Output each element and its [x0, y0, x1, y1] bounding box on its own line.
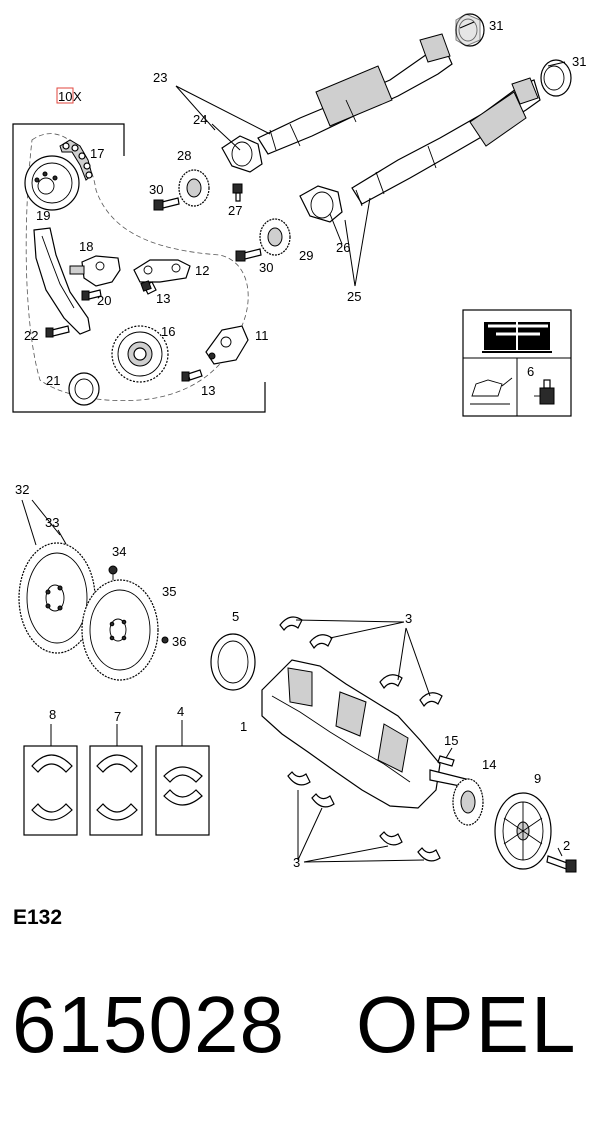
camshaft-thrust-plate-24[interactable]	[221, 135, 263, 173]
timing-chain[interactable]	[59, 139, 93, 181]
callout-11: 11	[255, 328, 269, 343]
callout-21: 21	[46, 373, 60, 388]
callout-22: 22	[24, 328, 38, 343]
bolt-27[interactable]	[232, 183, 243, 202]
callout-28: 28	[177, 148, 191, 163]
callout-15: 15	[444, 733, 458, 748]
bolt-36[interactable]	[161, 636, 169, 644]
bearing-set-8[interactable]	[23, 724, 78, 836]
seal-5[interactable]	[210, 633, 256, 691]
bolt-22[interactable]	[45, 325, 70, 338]
callout-32: 32	[15, 482, 29, 497]
bearing-set-7[interactable]	[89, 724, 143, 836]
camshaft-sprocket[interactable]	[24, 155, 80, 211]
callout-27: 27	[228, 203, 242, 218]
callout-10-x: X	[73, 89, 82, 104]
callout-35: 35	[162, 584, 176, 599]
bolt-30-lower[interactable]	[235, 248, 262, 262]
callout-14: 14	[482, 757, 496, 772]
chain-guide-rail[interactable]	[33, 227, 91, 335]
callout-29: 29	[299, 248, 313, 263]
tensioner-rail-lower[interactable]	[205, 325, 249, 365]
bolt-13-lower[interactable]	[181, 369, 203, 382]
callout-13-upper: 13	[156, 291, 170, 306]
callout-13-lower: 13	[201, 383, 215, 398]
flywheel[interactable]	[81, 579, 159, 681]
callout-5: 5	[232, 609, 239, 624]
callout-31-lower: 31	[572, 54, 586, 69]
bearing-set-4[interactable]	[155, 720, 210, 836]
leader-lines-timing	[175, 21, 566, 287]
callout-33: 33	[45, 515, 59, 530]
chain-tensioner[interactable]	[69, 255, 121, 287]
item-10-highlight	[56, 87, 74, 104]
bolt-30-upper[interactable]	[153, 197, 180, 211]
camshaft-sprocket-29[interactable]	[259, 218, 291, 256]
callout-4: 4	[177, 704, 184, 719]
callout-34: 34	[112, 544, 126, 559]
crankshaft-sprocket[interactable]	[111, 325, 169, 383]
timing-group-frame	[12, 87, 266, 413]
bolt-2[interactable]	[546, 855, 577, 873]
callout-19: 19	[36, 208, 50, 223]
callout-3-upper: 3	[405, 611, 412, 626]
main-bearing-shells[interactable]	[279, 616, 443, 862]
leader-lines-crank	[295, 619, 563, 863]
camshaft-bearing-31-lower[interactable]	[540, 59, 572, 97]
crankshaft[interactable]	[261, 659, 471, 809]
callout-24: 24	[193, 112, 207, 127]
part-number: 615028	[12, 980, 285, 1069]
callout-3-lower: 3	[293, 855, 300, 870]
crankshaft-seal[interactable]	[68, 372, 100, 406]
callout-17: 17	[90, 146, 104, 161]
callout-18: 18	[79, 239, 93, 254]
callout-2: 2	[563, 838, 570, 853]
spark-plug-icon	[534, 379, 555, 405]
camshaft-thrust-plate-26[interactable]	[299, 185, 343, 223]
crank-sprocket-14[interactable]	[452, 778, 484, 826]
callout-9: 9	[534, 771, 541, 786]
callout-36: 36	[172, 634, 186, 649]
service-symbols-panel	[462, 309, 572, 417]
callout-26: 26	[336, 240, 350, 255]
bolt-34[interactable]	[108, 565, 118, 580]
callout-10: 10	[58, 89, 72, 104]
callout-8: 8	[49, 707, 56, 722]
camshaft-sprocket-28[interactable]	[178, 169, 210, 207]
oil-can-icon	[470, 377, 513, 405]
diagram-code: E132	[13, 906, 63, 929]
callout-25: 25	[347, 289, 361, 304]
callout-31-upper: 31	[489, 18, 503, 33]
callout-30-upper: 30	[149, 182, 163, 197]
camshaft-upper[interactable]	[257, 33, 453, 155]
callout-20: 20	[97, 293, 111, 308]
callout-23: 23	[153, 70, 167, 85]
bolt-13-upper[interactable]	[140, 280, 157, 295]
callout-16: 16	[161, 324, 175, 339]
callout-labels: 10 X 23 24 31 31 17 28 30 27 19 18 12 20…	[15, 18, 586, 870]
key-15[interactable]	[437, 755, 455, 767]
pulley-9[interactable]	[494, 792, 552, 870]
camshaft-bearing-31-upper[interactable]	[455, 13, 485, 47]
bolt-20[interactable]	[81, 289, 102, 301]
callout-12: 12	[195, 263, 209, 278]
brand-name: OPEL	[356, 980, 578, 1069]
callout-6: 6	[527, 364, 534, 379]
leader-lines-flywheel	[21, 499, 67, 546]
camshaft-lower[interactable]	[351, 77, 541, 207]
callout-30-lower: 30	[259, 260, 273, 275]
chain-guide-upper[interactable]	[133, 259, 191, 283]
callout-1: 1	[240, 719, 247, 734]
workshop-manual-icon	[482, 322, 552, 353]
callout-7: 7	[114, 709, 121, 724]
